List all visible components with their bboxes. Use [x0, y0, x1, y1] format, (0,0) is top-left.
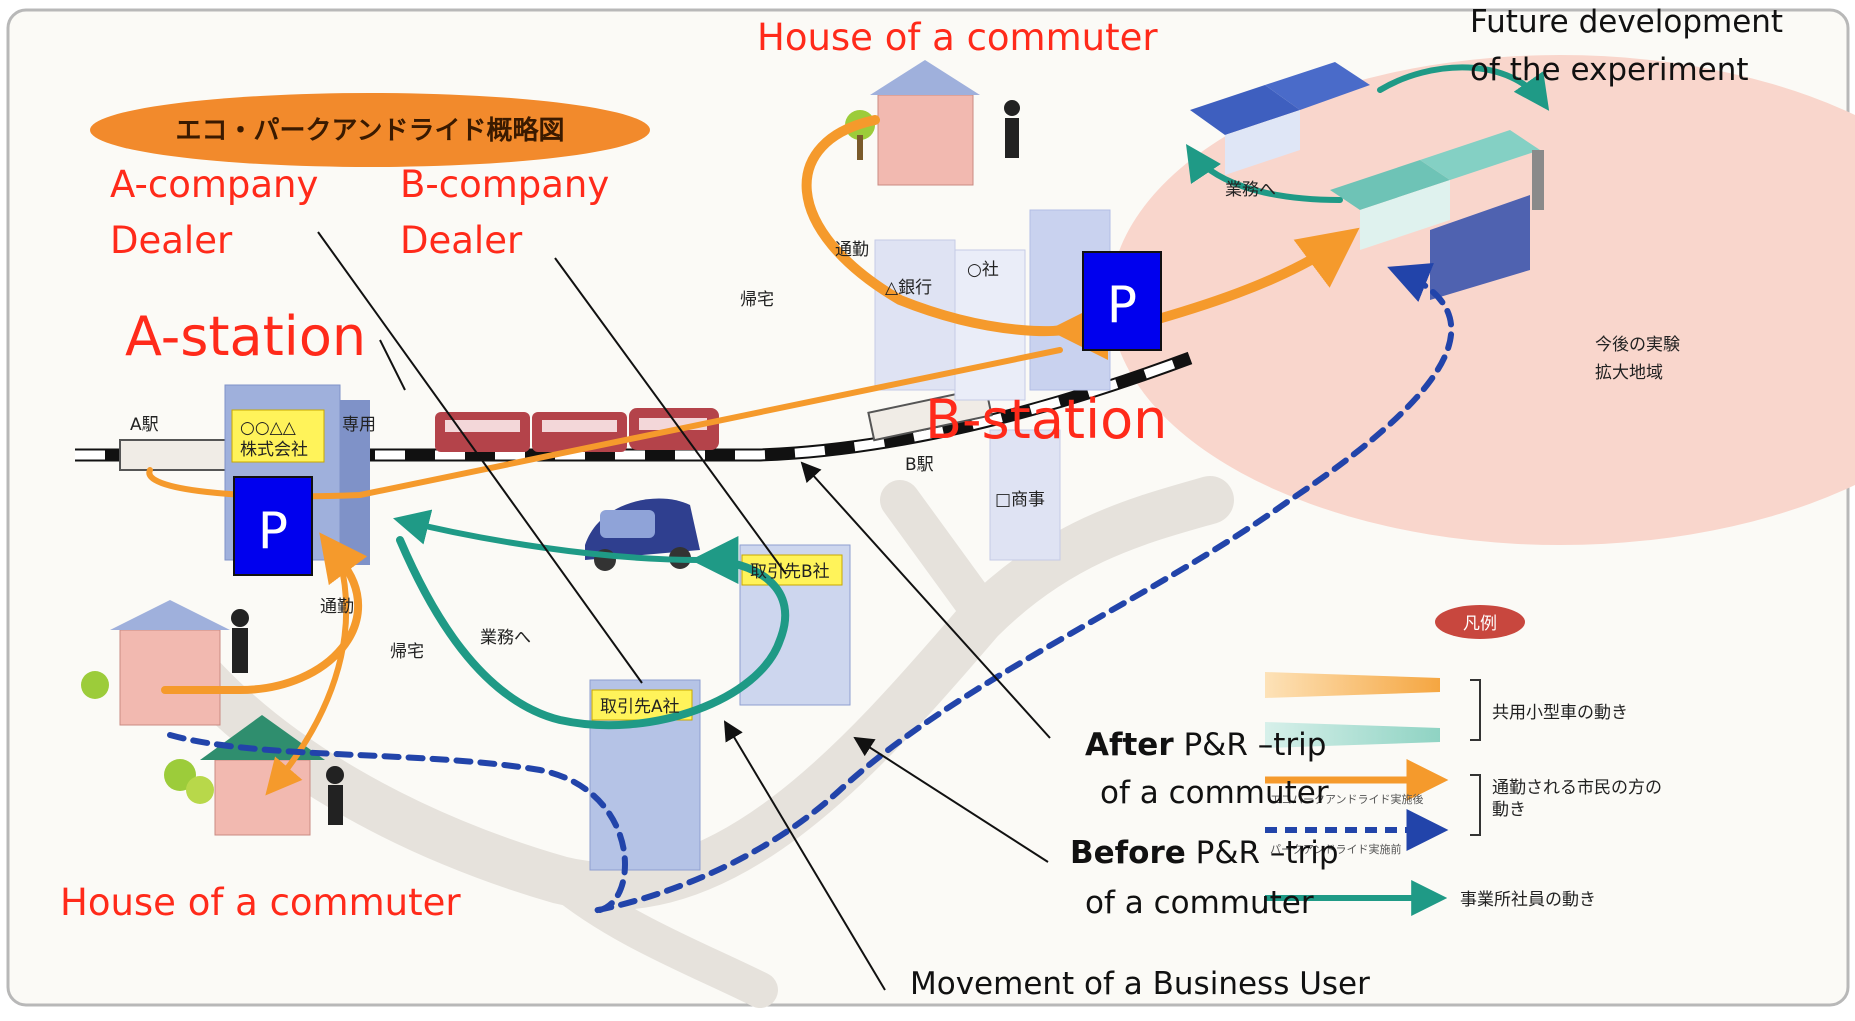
future-development-line2: of the experiment	[1470, 52, 1749, 88]
legend-teal-wedge	[1265, 722, 1440, 748]
parking-b-label: P	[1107, 276, 1137, 334]
before-pr-trip-line2: of a commuter	[1085, 885, 1314, 921]
future-development-line1: Future development	[1470, 4, 1783, 40]
house-of-commuter-bottom-label: House of a commuter	[60, 881, 461, 924]
future-area-label-line2: 拡大地域	[1595, 363, 1663, 383]
legend-after-tag: エコパークアンドライド実施後	[1270, 792, 1424, 806]
b-station-platform	[867, 386, 993, 442]
company-name-line1: ○○△△	[240, 418, 297, 438]
b-eki-label: B駅	[905, 455, 934, 475]
gyomu-he-top-label: 業務へ	[1225, 180, 1276, 200]
tsukin-top-label: 通勤	[835, 240, 869, 260]
parking-a: P	[233, 476, 313, 576]
teal-routes	[393, 64, 1550, 730]
annotation-pointers	[317, 231, 1051, 991]
legend-shared-car-label: 共用小型車の動き	[1492, 703, 1628, 723]
train	[435, 408, 719, 452]
a-company-dealer-line1: A-company	[110, 163, 318, 206]
jp-title-oval: エコ・パークアンドライド概略図	[90, 93, 650, 167]
a-company-dealer-line2: Dealer	[110, 219, 233, 262]
after-pr-trip-line1: After P&R –trip	[1085, 727, 1326, 763]
dashed-blue-routes	[167, 263, 1455, 914]
legend: 凡例 共用小型車の動き エコパークアンドライド実施後 パークアンドライド実施前 …	[1265, 605, 1662, 916]
torihiki-b-label: 取引先B社	[750, 562, 830, 582]
pointer-a-company	[317, 231, 643, 684]
pointer-after	[800, 461, 1051, 739]
future-area-label-line1: 今後の実験	[1595, 335, 1680, 355]
gyomu-he-bottom-label: 業務へ	[480, 628, 531, 648]
parking-a-label: P	[258, 502, 288, 560]
jp-in-figure-labels: A駅 B駅 ○○△△ 株式会社 専用 通勤 帰宅 通勤 帰宅 業務へ 業務へ △…	[130, 180, 1680, 717]
english-labels: House of a commuter Future development o…	[60, 4, 1783, 1002]
torihiki-a-label: 取引先A社	[600, 697, 680, 717]
legend-title: 凡例	[1463, 614, 1497, 634]
parking-b: P	[1082, 251, 1162, 351]
roads	[146, 476, 1234, 1008]
pointer-before	[853, 736, 1049, 863]
before-rest: P&R –trip	[1186, 835, 1339, 871]
after-rest: P&R –trip	[1174, 727, 1327, 763]
tsukin-bottom-label: 通勤	[320, 597, 354, 617]
shoji-label: □商事	[995, 490, 1045, 510]
b-company-dealer-line1: B-company	[400, 163, 609, 206]
kitaku-top-label: 帰宅	[740, 290, 774, 310]
b-company-dealer-line2: Dealer	[400, 219, 523, 262]
kitaku-bottom-label: 帰宅	[390, 642, 424, 662]
pointer-business	[723, 720, 886, 991]
legend-orange-wedge	[1265, 672, 1440, 698]
a-station-label: A-station	[125, 305, 366, 368]
senyo-label: 専用	[342, 415, 376, 435]
future-expansion-area	[1110, 55, 1855, 545]
house-of-commuter-top-label: House of a commuter	[757, 16, 1158, 59]
a-eki-label: A駅	[130, 415, 159, 435]
ginko-label: △銀行	[885, 278, 932, 298]
after-pr-trip-line2: of a commuter	[1100, 775, 1329, 811]
legend-before-tag: パークアンドライド実施前	[1270, 842, 1402, 856]
company-name-line2: 株式会社	[240, 440, 308, 460]
factories	[1190, 62, 1544, 300]
after-bold: After	[1085, 727, 1174, 763]
legend-employee-label: 事業所社員の動き	[1460, 890, 1596, 910]
business-user-label: Movement of a Business User	[910, 966, 1370, 1002]
a-station-platform	[119, 439, 241, 471]
orange-routes	[146, 115, 1360, 796]
house-bottom-left	[81, 600, 249, 726]
pointer-a-station	[379, 339, 406, 391]
osha-label: ○社	[967, 260, 999, 280]
before-bold: Before	[1070, 835, 1186, 871]
jp-title: エコ・パークアンドライド概略図	[176, 115, 565, 146]
legend-commuter-label-line1: 通勤される市民の方の	[1492, 778, 1662, 798]
before-pr-trip-line1: Before P&R –trip	[1070, 835, 1339, 871]
legend-commuter-label-line2: 動き	[1492, 800, 1526, 820]
b-station-label: B-station	[925, 388, 1167, 451]
pointer-b-company	[554, 257, 787, 575]
